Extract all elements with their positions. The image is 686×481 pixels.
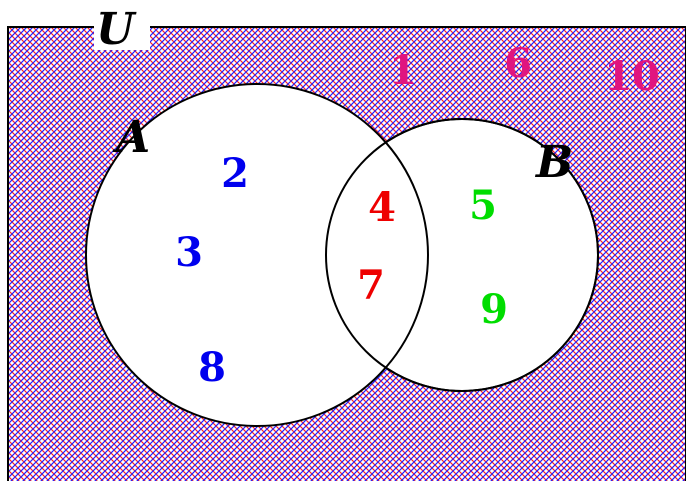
outside-element: 6 xyxy=(504,40,532,87)
outside-element: 1 xyxy=(389,47,417,94)
set-a-element: 3 xyxy=(175,229,203,276)
intersection-element: 4 xyxy=(368,184,396,231)
intersection-element: 7 xyxy=(357,262,385,309)
set-a-element: 8 xyxy=(198,344,226,391)
set-b-element: 5 xyxy=(469,182,497,229)
set-a-circle xyxy=(85,83,429,427)
set-b-element: 9 xyxy=(480,286,508,333)
set-b-label: B xyxy=(534,137,573,188)
universe-label: U xyxy=(96,4,137,55)
outside-element: 10 xyxy=(604,53,660,100)
universe-label-bg xyxy=(94,0,150,50)
set-a-label: A xyxy=(112,112,150,163)
set-b-outline xyxy=(325,118,599,392)
set-a-element: 2 xyxy=(221,150,249,197)
